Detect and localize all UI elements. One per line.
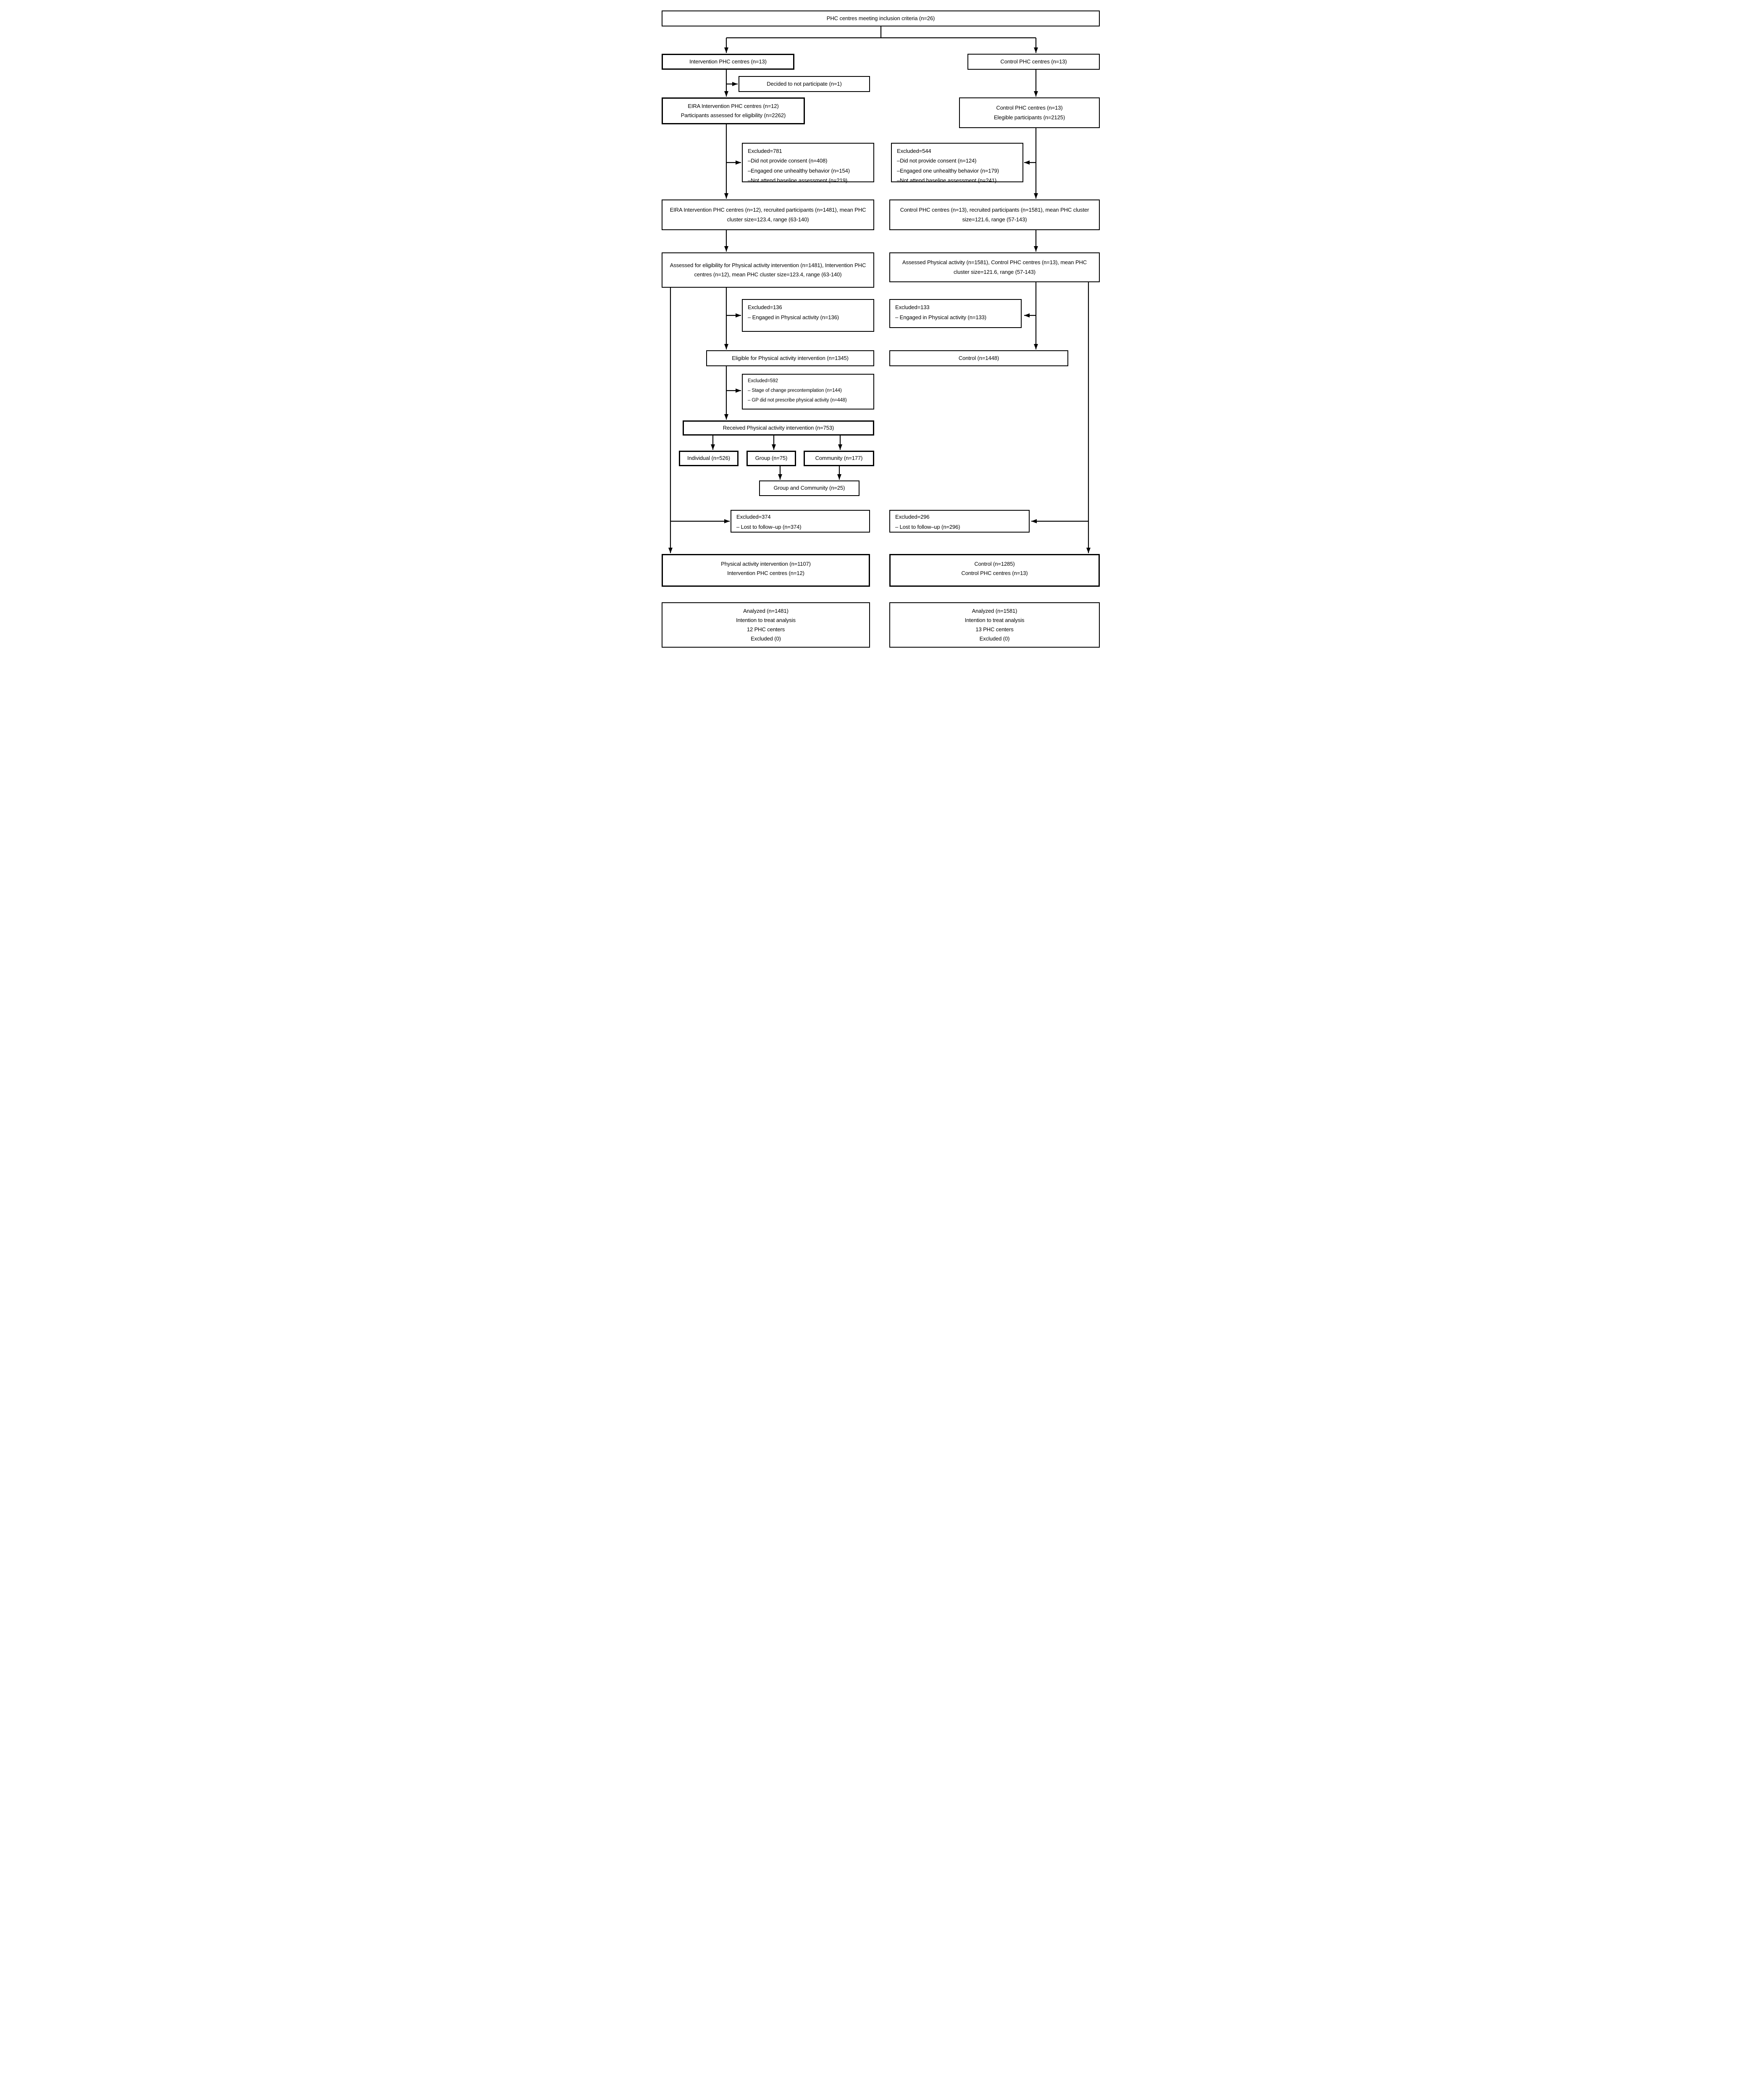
box-individual: Individual (n=526) [679,451,739,466]
box-excluded-374: Excluded=374 – Lost to follow–up (n=374) [731,510,870,533]
box-recruited-control: Control PHC centres (n=13), recruited pa… [889,200,1100,230]
box-excluded-592: Excluded=592 – Stage of change precontem… [742,374,874,410]
box-control-1448: Control (n=1448) [889,350,1068,366]
box-recruited-intervention: EIRA Intervention PHC centres (n=12), re… [662,200,874,230]
box-decided-not-participate: Decided to not participate (n=1) [739,76,870,92]
box-intervention-centres: Intervention PHC centres (n=13) [662,54,794,70]
box-control-centres: Control PHC centres (n=13) [967,54,1100,70]
box-analyzed-intervention: Analyzed (n=1481) Intention to treat ana… [662,602,870,648]
box-group-community: Group and Community (n=25) [759,480,859,496]
box-excluded-296: Excluded=296 – Lost to follow–up (n=296) [889,510,1030,533]
box-final-intervention: Physical activity intervention (n=1107) … [662,554,870,587]
box-community: Community (n=177) [804,451,874,466]
box-phc-inclusion: PHC centres meeting inclusion criteria (… [662,10,1100,26]
split-line [726,26,1036,39]
box-control-elegible: Control PHC centres (n=13) Elegible part… [959,97,1100,128]
box-group: Group (n=75) [746,451,796,466]
box-eligible-pa: Eligible for Physical activity intervent… [706,350,874,366]
consort-flow-diagram: PHC centres meeting inclusion criteria (… [656,0,1105,649]
box-excluded-136: Excluded=136 – Engaged in Physical activ… [742,299,874,332]
box-received-pa: Received Physical activity intervention … [683,420,874,436]
box-assessed-intervention: Assessed for eligibility for Physical ac… [662,252,874,288]
box-eira-intervention: EIRA Intervention PHC centres (n=12) Par… [662,97,805,124]
box-excluded-544: Excluded=544 –Did not provide consent (n… [891,143,1023,184]
box-excluded-781: Excluded=781 –Did not provide consent (n… [742,143,874,184]
box-analyzed-control: Analyzed (n=1581) Intention to treat ana… [889,602,1100,648]
box-excluded-133: Excluded=133 – Engaged in Physical activ… [889,299,1022,328]
box-assessed-control: Assessed Physical activity (n=1581), Con… [889,252,1100,282]
box-final-control: Control (n=1285) Control PHC centres (n=… [889,554,1100,587]
